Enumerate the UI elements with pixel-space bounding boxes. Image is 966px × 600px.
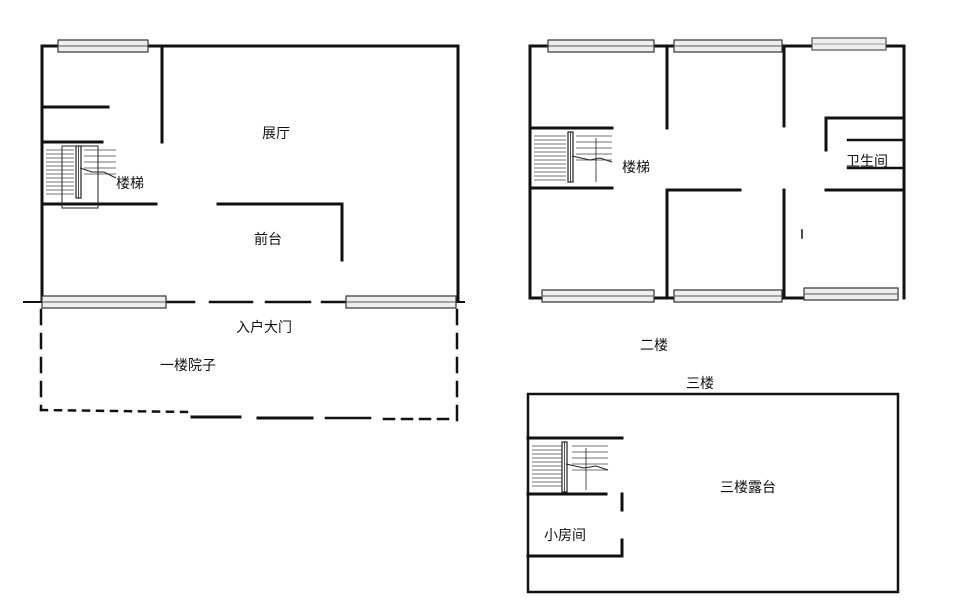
room-label-entrance-gate: 入户大门 bbox=[236, 320, 292, 336]
floor-2-stair-icon bbox=[534, 131, 613, 183]
room-label-courtyard: 一楼院子 bbox=[160, 358, 216, 374]
room-label-floor1-stairs: 楼梯 bbox=[116, 176, 144, 192]
floor-1-stair-icon bbox=[46, 145, 117, 209]
room-label-bathroom: 卫生间 bbox=[846, 154, 888, 170]
floor-1-plan bbox=[23, 39, 465, 424]
floor-3-plan bbox=[526, 392, 900, 594]
floor-3-stair-icon bbox=[532, 441, 609, 493]
room-label-terrace: 三楼露台 bbox=[720, 480, 776, 496]
room-label-exhibition-hall: 展厅 bbox=[262, 126, 290, 142]
floor-2-plan bbox=[528, 37, 906, 303]
room-label-floor2-stairs: 楼梯 bbox=[622, 160, 650, 176]
floor-2-title: 二楼 bbox=[640, 338, 668, 354]
room-label-small-room: 小房间 bbox=[544, 528, 586, 544]
room-label-reception: 前台 bbox=[254, 232, 282, 248]
floor-3-title: 三楼 bbox=[686, 376, 714, 392]
